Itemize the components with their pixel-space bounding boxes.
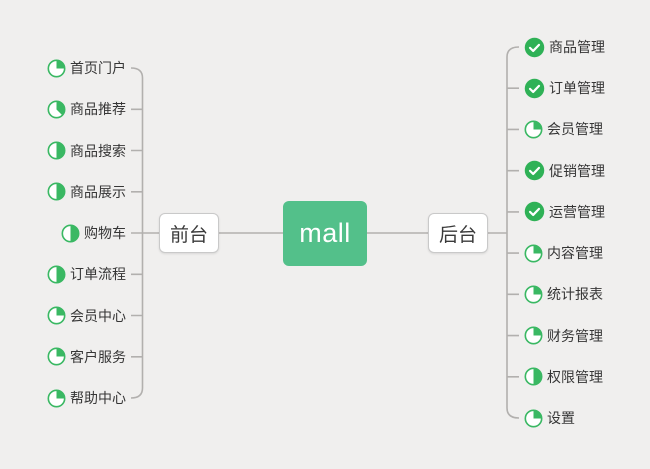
mindmap-item[interactable]: 会员管理 [524, 118, 603, 140]
mindmap-item[interactable]: 统计报表 [524, 283, 603, 305]
mindmap-item-label: 首页门户 [70, 60, 126, 76]
branch-topic-backend[interactable]: 后台 [428, 213, 488, 253]
progress-pie-icon [47, 59, 66, 78]
done-check-icon [524, 37, 545, 58]
progress-pie-icon [47, 347, 66, 366]
mindmap-item-label: 促销管理 [549, 162, 605, 179]
mindmap-item-label: 商品展示 [70, 183, 126, 200]
mindmap-item-label: 商品推荐 [70, 101, 126, 118]
mindmap-item[interactable]: 设置 [524, 407, 575, 429]
mindmap-item[interactable]: 订单流程 [47, 263, 126, 285]
progress-pie-icon [47, 265, 66, 284]
mindmap-item[interactable]: 权限管理 [524, 366, 603, 388]
mindmap-item[interactable]: 帮助中心 [47, 387, 126, 409]
mindmap-item-label: 帮助中心 [70, 390, 126, 406]
mindmap-item-label: 设置 [547, 410, 575, 426]
done-check-icon [524, 201, 545, 222]
mindmap-item-label: 订单流程 [70, 266, 126, 283]
done-check-icon [524, 78, 545, 99]
mindmap-item[interactable]: 商品搜索 [47, 140, 126, 162]
progress-pie-icon [47, 141, 66, 160]
progress-pie-icon [524, 244, 543, 263]
mindmap-item[interactable]: 商品管理 [524, 36, 605, 58]
mindmap-item[interactable]: 促销管理 [524, 160, 605, 182]
mindmap-item-label: 会员管理 [547, 121, 603, 138]
mindmap-item[interactable]: 商品展示 [47, 181, 126, 203]
mindmap-item[interactable]: 客户服务 [47, 346, 126, 368]
root-topic-mall[interactable]: mall [283, 201, 367, 266]
progress-pie-icon [524, 326, 543, 345]
mindmap-item-label: 内容管理 [547, 245, 603, 262]
mindmap-item[interactable]: 会员中心 [47, 305, 126, 327]
progress-pie-icon [47, 182, 66, 201]
done-check-icon [524, 160, 545, 181]
mindmap-item-label: 客户服务 [70, 348, 126, 365]
mindmap-item[interactable]: 财务管理 [524, 325, 603, 347]
progress-pie-icon [47, 306, 66, 325]
mindmap-item[interactable]: 订单管理 [524, 77, 605, 99]
mindmap-item-label: 运营管理 [549, 203, 605, 220]
progress-pie-icon [47, 389, 66, 408]
mindmap-item[interactable]: 运营管理 [524, 201, 605, 223]
mindmap-item-label: 商品管理 [549, 39, 605, 55]
mindmap-item-label: 商品搜索 [70, 142, 126, 159]
progress-pie-icon [524, 120, 543, 139]
branch-topic-frontend[interactable]: 前台 [159, 213, 219, 253]
mindmap-item-label: 订单管理 [549, 80, 605, 97]
mindmap-item[interactable]: 商品推荐 [47, 98, 126, 120]
mindmap-item[interactable]: 内容管理 [524, 242, 603, 264]
progress-pie-icon [47, 100, 66, 119]
mindmap-item-label: 权限管理 [547, 368, 603, 385]
mindmap-item[interactable]: 购物车 [61, 222, 126, 244]
mindmap-item-label: 统计报表 [547, 286, 603, 303]
progress-pie-icon [524, 409, 543, 428]
mindmap-item-label: 购物车 [84, 225, 126, 241]
progress-pie-icon [524, 367, 543, 386]
mindmap-item[interactable]: 首页门户 [47, 57, 126, 79]
progress-pie-icon [61, 224, 80, 243]
mindmap-item-label: 财务管理 [547, 327, 603, 344]
mindmap-item-label: 会员中心 [70, 307, 126, 324]
progress-pie-icon [524, 285, 543, 304]
